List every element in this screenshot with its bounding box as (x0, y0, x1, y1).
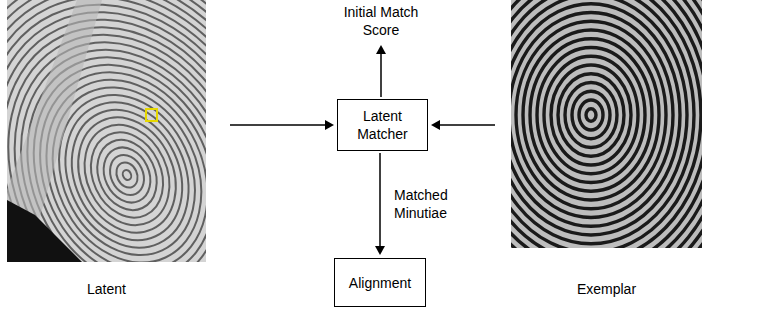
ridge (511, 0, 702, 248)
ridge (7, 0, 206, 262)
connector-line (230, 124, 326, 126)
ridge (565, 83, 617, 148)
text-group: Latent (7, 280, 206, 298)
connector-line (379, 153, 381, 247)
ridge (511, 0, 702, 248)
ridge (7, 0, 206, 262)
ridge (511, 0, 702, 248)
box-label: Alignment (349, 274, 411, 292)
text-group: Exemplar (511, 280, 702, 298)
connector (431, 120, 495, 130)
ridge (530, 39, 652, 192)
ridge (511, 0, 702, 248)
connector (375, 153, 385, 255)
ridge (511, 13, 673, 218)
process-box: Latent Matcher (337, 99, 428, 151)
latent-image (7, 0, 206, 262)
image-caption: Latent (7, 280, 206, 298)
ridge (544, 56, 638, 174)
ridge (7, 0, 206, 262)
arrow-line (380, 52, 382, 97)
ridge (7, 0, 206, 262)
process-box: Alignment (334, 258, 426, 307)
output-label: Initial Match Score (330, 3, 432, 39)
ridge (516, 21, 666, 209)
ridge (511, 4, 680, 227)
ridge (511, 0, 702, 248)
ridge (511, 0, 702, 248)
ridge (511, 0, 694, 244)
ridge (511, 0, 702, 248)
ridge (511, 0, 702, 248)
ridge (112, 159, 141, 191)
ridge (7, 0, 206, 262)
ridge (7, 0, 206, 262)
arrow-head (431, 120, 440, 130)
box-label: Latent Matcher (344, 107, 421, 143)
arrow-head (375, 246, 385, 255)
ridge (511, 0, 702, 248)
ridge (558, 74, 624, 157)
exemplar-image (511, 0, 702, 248)
ridge (7, 0, 206, 262)
ridge (579, 100, 603, 130)
ridge (7, 0, 206, 262)
ridge (7, 0, 206, 262)
ridge (572, 91, 610, 139)
ridge (121, 169, 133, 182)
ridge (7, 0, 206, 262)
text-group: Alignment (343, 271, 417, 295)
ridge (7, 0, 206, 262)
image-caption: Exemplar (511, 280, 702, 298)
arrow-head (325, 120, 334, 130)
text-group: Latent Matcher (338, 104, 427, 146)
ridge (7, 0, 206, 262)
ridge (586, 109, 596, 122)
ridge (7, 0, 206, 262)
edge-label: Matched Minutiae (392, 185, 466, 223)
ridge (7, 0, 206, 262)
ridge (511, 0, 702, 248)
ridge (511, 0, 702, 248)
ridge (7, 0, 206, 262)
ridge (95, 140, 159, 210)
ridge (511, 0, 702, 248)
image-panel: Latent (7, 0, 206, 300)
ridge (511, 0, 702, 248)
ridge (60, 101, 194, 248)
ridge (523, 30, 659, 200)
ridge (511, 0, 702, 248)
connector-line (439, 124, 495, 126)
ridge (537, 48, 645, 183)
ridge (511, 0, 702, 248)
ridge (104, 149, 151, 200)
ridge (511, 0, 701, 248)
ridge (7, 0, 206, 262)
ridge (511, 0, 702, 248)
connector (230, 120, 334, 130)
ridge (7, 0, 206, 262)
ridge (7, 0, 206, 262)
ridge (551, 65, 631, 165)
ridge (511, 0, 702, 248)
ridge (7, 0, 206, 262)
arrow-head (376, 45, 386, 54)
ridge (7, 0, 206, 262)
ridge (7, 0, 206, 262)
ridge (511, 0, 687, 235)
ridge (7, 0, 206, 262)
ridge (511, 0, 702, 248)
image-panel: Exemplar (511, 0, 702, 300)
